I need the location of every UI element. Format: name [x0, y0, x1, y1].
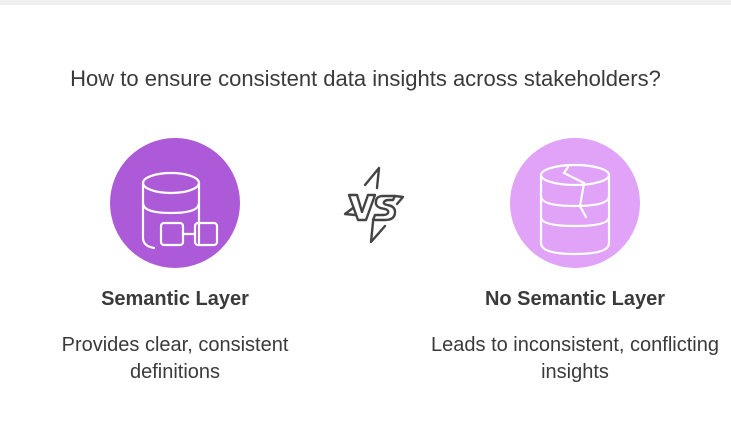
cracked-database-icon [539, 163, 611, 256]
semantic-layer-description: Provides clear, consistent definitions [61, 334, 289, 383]
database-link-icon [141, 171, 219, 250]
top-bar [0, 0, 731, 5]
semantic-layer-circle [110, 138, 240, 268]
no-semantic-layer-circle [510, 138, 640, 268]
no-semantic-layer-description: Leads to inconsistent, conflicting insig… [431, 334, 719, 383]
vs-icon [343, 166, 405, 244]
semantic-layer-heading: Semantic Layer [101, 288, 249, 310]
diagram-title: How to ensure consistent data insights a… [70, 66, 661, 91]
no-semantic-layer-heading: No Semantic Layer [484, 288, 666, 310]
